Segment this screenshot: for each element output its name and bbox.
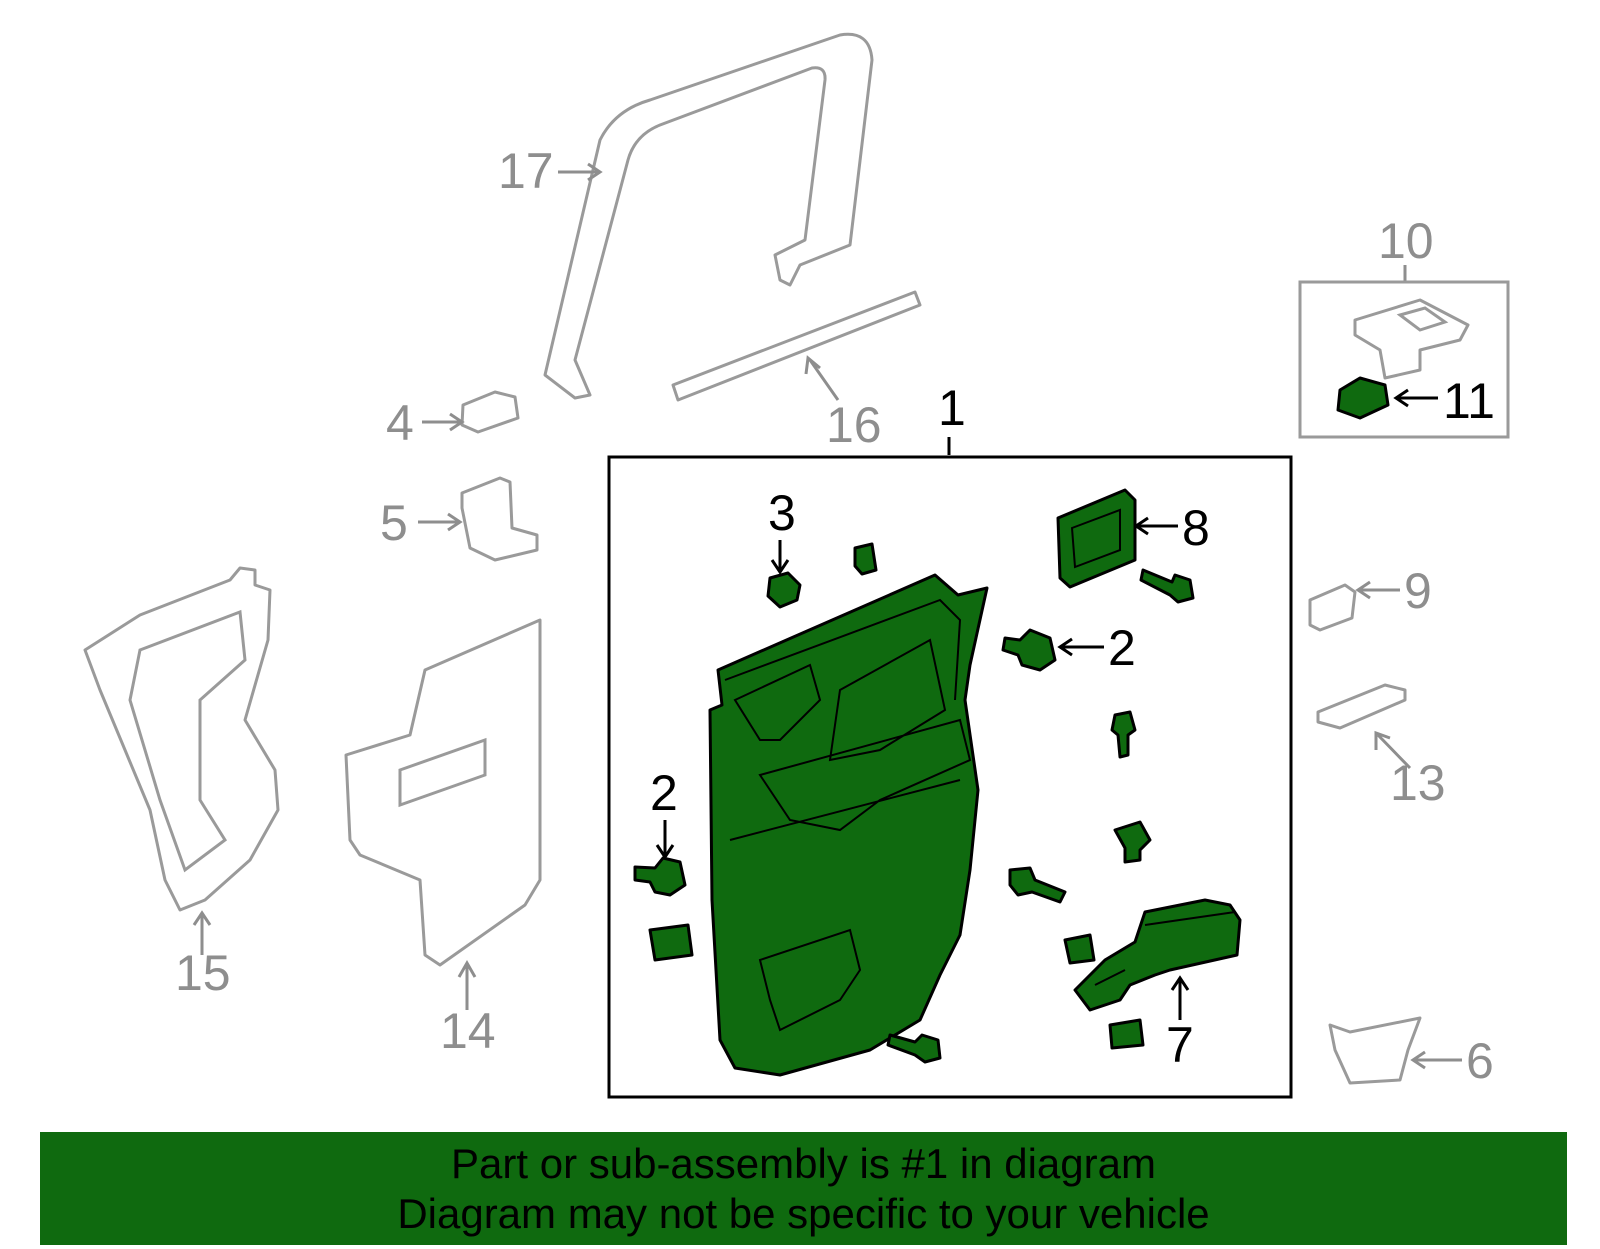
callout-2-left: 2 <box>650 765 678 821</box>
callout-13: 13 <box>1390 755 1446 811</box>
part-2-push-pin-right[interactable] <box>1001 628 1057 672</box>
arrow-11 <box>1393 388 1438 408</box>
clip-left-lower[interactable] <box>648 923 694 962</box>
part-13-pad[interactable] <box>1316 683 1407 730</box>
clip-near-7-lower[interactable] <box>1108 1018 1145 1050</box>
arrow-15 <box>192 910 212 955</box>
part-2-push-pin-left[interactable] <box>633 856 687 897</box>
screw-middle[interactable] <box>1008 866 1067 904</box>
part-14-water-deflector[interactable] <box>344 618 542 967</box>
part-3-clip[interactable] <box>766 571 802 609</box>
banner-line-1: Part or sub-assembly is #1 in diagram <box>451 1139 1156 1187</box>
banner-line-2: Diagram may not be specific to your vehi… <box>397 1189 1210 1237</box>
screw-upper-right[interactable] <box>1139 568 1195 604</box>
part-6-bezel[interactable] <box>1328 1016 1422 1085</box>
arrow-16 <box>804 355 840 401</box>
part-8-switch-bezel[interactable] <box>1056 488 1137 589</box>
callout-7: 7 <box>1166 1017 1194 1073</box>
arrow-2-right <box>1057 637 1104 657</box>
arrow-13 <box>1374 730 1412 770</box>
retainer-top[interactable] <box>853 542 878 576</box>
arrow-9 <box>1355 580 1400 600</box>
arrow-6 <box>1410 1050 1462 1070</box>
callout-10: 10 <box>1378 213 1434 269</box>
info-banner: Part or sub-assembly is #1 in diagram Di… <box>40 1132 1567 1245</box>
part-7-armrest[interactable] <box>1073 898 1242 1012</box>
callout-6: 6 <box>1466 1033 1494 1089</box>
clip-middle-right[interactable] <box>1113 820 1152 864</box>
arrow-7 <box>1170 975 1190 1020</box>
arrow-3 <box>770 540 790 575</box>
callout-8: 8 <box>1182 500 1210 556</box>
callout-3: 3 <box>768 485 796 541</box>
callout-4: 4 <box>386 395 414 451</box>
part-10-switch-housing[interactable] <box>1353 298 1470 380</box>
part-9-pad[interactable] <box>1308 583 1357 632</box>
clip-near-7-upper[interactable] <box>1063 933 1096 965</box>
arrow-17 <box>558 162 603 182</box>
part-11-switch[interactable] <box>1336 376 1390 420</box>
part-16-weatherstrip[interactable] <box>671 290 922 402</box>
bolt-vertical[interactable] <box>1110 710 1137 759</box>
part-4-clip[interactable] <box>460 390 520 434</box>
arrow-4 <box>422 412 465 432</box>
arrow-8 <box>1133 516 1178 536</box>
callout-2-right: 2 <box>1108 620 1136 676</box>
arrow-14 <box>457 959 477 1010</box>
arrow-5 <box>418 512 463 532</box>
callout-14: 14 <box>440 1003 496 1059</box>
callout-11: 11 <box>1443 373 1495 429</box>
part-15-door-module[interactable] <box>83 566 280 912</box>
arrow-2-left <box>655 820 675 860</box>
callout-16: 16 <box>826 397 882 453</box>
screw-bottom[interactable] <box>886 1033 942 1064</box>
part-1-door-trim-panel[interactable] <box>708 573 989 1077</box>
part-5-bracket[interactable] <box>460 476 539 562</box>
callout-1: 1 <box>938 380 966 436</box>
part-17-window-frame[interactable] <box>543 32 874 400</box>
callout-17: 17 <box>498 143 554 199</box>
callout-5: 5 <box>380 495 408 551</box>
callout-9: 9 <box>1404 563 1432 619</box>
